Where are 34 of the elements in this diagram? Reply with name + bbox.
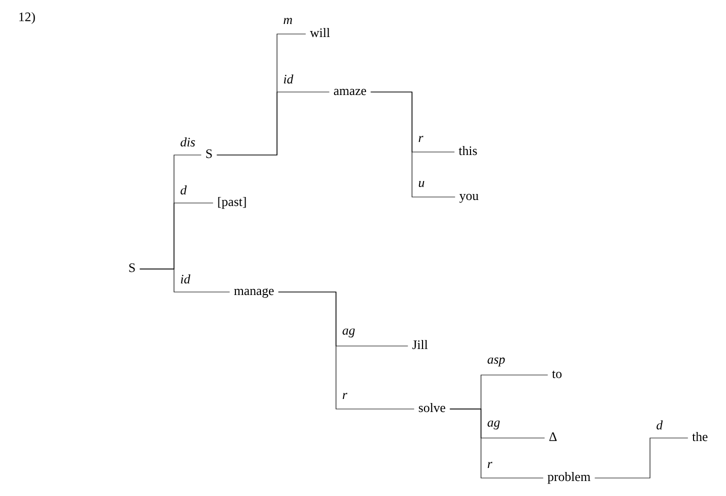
tree-word: S bbox=[129, 263, 135, 272]
tree-branch bbox=[278, 292, 414, 410]
tree-word: to bbox=[552, 370, 562, 378]
edge-label: ag bbox=[341, 328, 356, 338]
tree-word: you bbox=[459, 194, 478, 203]
edge-label: r bbox=[486, 460, 494, 470]
tree-word: amaze bbox=[334, 88, 366, 96]
edge-label: m bbox=[282, 16, 294, 26]
tree-word: this bbox=[458, 146, 477, 156]
edge-label: id bbox=[179, 273, 192, 285]
tree-word: Jill bbox=[412, 340, 428, 350]
edge-label: d bbox=[655, 419, 664, 431]
tree-word: will bbox=[310, 28, 330, 38]
tree-word: Δ bbox=[549, 432, 557, 441]
tree-branch bbox=[370, 92, 456, 198]
tree-branch bbox=[216, 92, 330, 156]
tree-word: the bbox=[692, 432, 708, 442]
tree-word: solve bbox=[418, 403, 446, 412]
example-number: 12) bbox=[19, 12, 35, 24]
tree-branch bbox=[450, 408, 544, 478]
edge-label: r bbox=[341, 392, 348, 400]
tree-word: S bbox=[206, 149, 212, 158]
tree-word: [past] bbox=[218, 197, 246, 209]
tree-branch bbox=[594, 438, 688, 478]
tree-word: problem bbox=[548, 472, 590, 484]
edge-label: id bbox=[282, 73, 294, 85]
edge-label: u bbox=[417, 180, 426, 188]
tree-branch bbox=[140, 268, 230, 292]
edge-label: d bbox=[179, 184, 188, 196]
edge-label: dis bbox=[179, 136, 196, 148]
tree-word: manage bbox=[234, 288, 274, 298]
edge-label: ag bbox=[486, 420, 502, 430]
edge-label: asp bbox=[486, 356, 506, 368]
edge-label: r bbox=[417, 134, 424, 144]
